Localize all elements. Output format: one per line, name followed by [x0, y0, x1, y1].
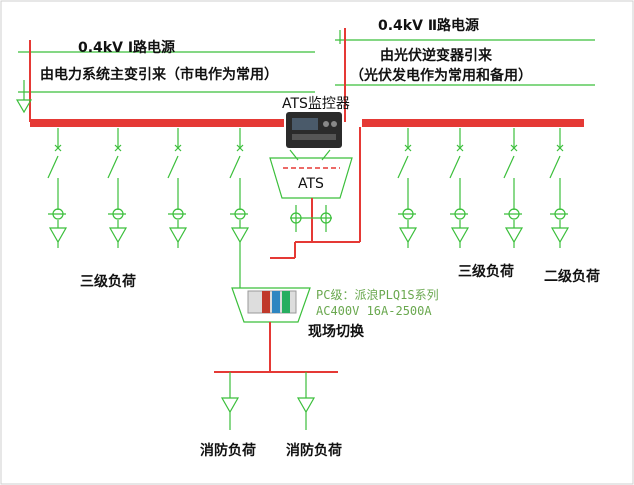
left-branch-4	[229, 128, 250, 258]
fire-load-label-2: 消防负荷	[286, 442, 342, 459]
source-2-feed	[335, 28, 595, 122]
right-load-branches	[397, 128, 570, 248]
fire-load-branch-2	[296, 372, 316, 430]
ats-output-wiring	[270, 127, 361, 259]
fire-load-label-1: 消防负荷	[200, 442, 256, 459]
left-load-branches	[47, 128, 250, 258]
left-branch-2	[107, 128, 128, 248]
pc-switch-unit	[214, 258, 338, 373]
source-2-desc-1: 由光伏逆变器引来	[380, 47, 493, 64]
fire-load-branch-1	[220, 372, 240, 430]
source-1-desc: 由电力系统主变引来（市电作为常用）	[40, 66, 278, 83]
right-branch-3	[503, 128, 524, 248]
right-load-label-2: 二级负荷	[544, 268, 600, 285]
left-branch-3	[167, 128, 188, 248]
right-branch-1	[397, 128, 418, 248]
source-1-title: 0.4kV Ⅰ路电源	[78, 39, 175, 56]
busbar-1	[30, 119, 284, 127]
right-branch-2	[449, 128, 470, 248]
right-load-label-1: 三级负荷	[458, 263, 514, 280]
pc-switch-model: PC级：派浪PLQ1S系列	[316, 287, 439, 302]
pc-switch-rating: AC400V 16A-2500A	[316, 304, 432, 318]
source-1-feed	[15, 40, 315, 122]
ats-monitor-device	[286, 112, 342, 148]
ats-label: ATS	[298, 176, 324, 192]
source-2-desc-2: （光伏发电作为常用和备用）	[350, 67, 532, 84]
right-branch-4	[549, 128, 570, 248]
pc-switch-name: 现场切换	[308, 323, 365, 340]
ats-monitor-label: ATS监控器	[282, 96, 350, 112]
left-load-label: 三级负荷	[80, 273, 136, 290]
busbar-2	[362, 119, 584, 127]
source-2-title: 0.4kV Ⅱ路电源	[378, 17, 479, 34]
ats-unit	[269, 149, 353, 199]
left-branch-1	[47, 128, 68, 248]
